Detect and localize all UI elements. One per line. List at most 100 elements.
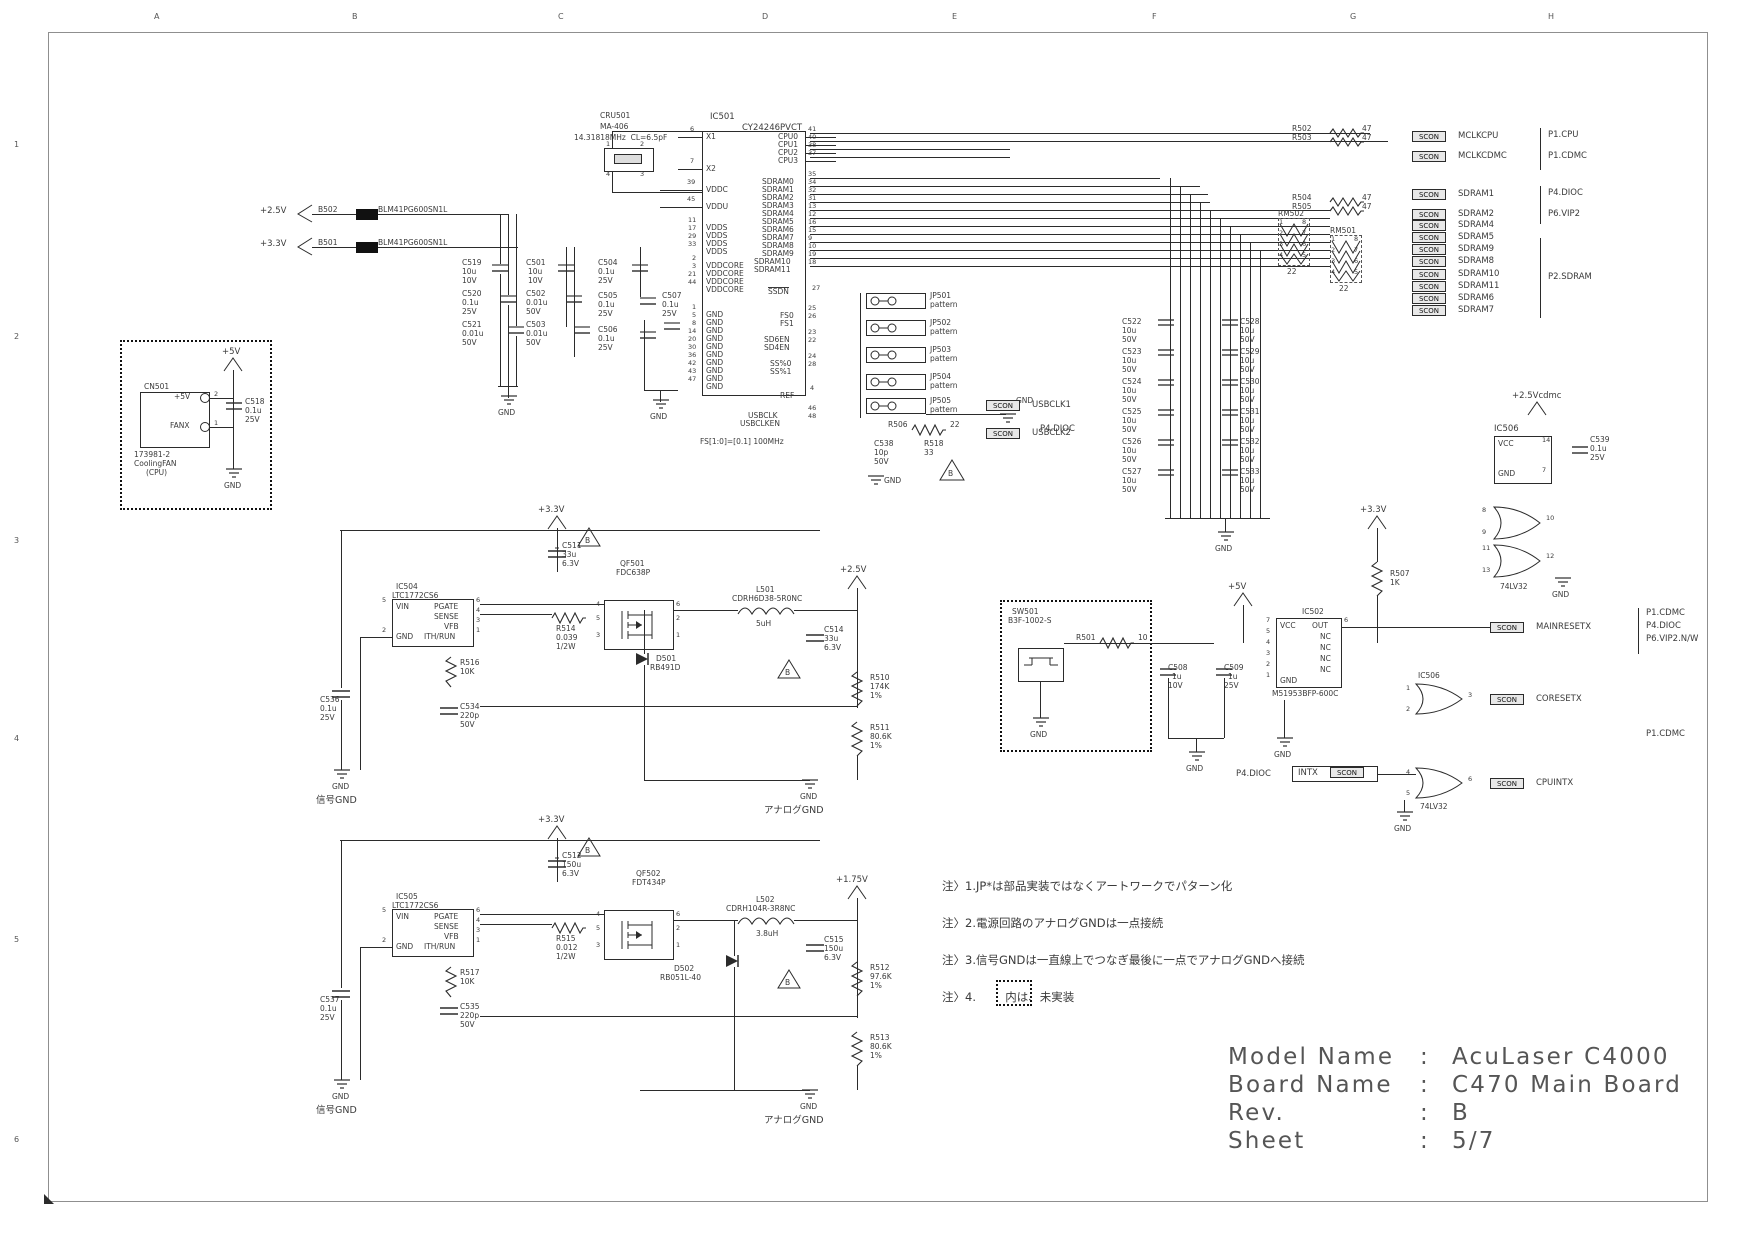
gnd-symbol-usb	[868, 475, 884, 485]
net-label-SDRAM8: SDRAM8	[1458, 256, 1495, 266]
grid-col-B: B	[352, 12, 358, 21]
crystal-part: MA-406	[600, 122, 629, 131]
gnd-label-ic506: GND	[1552, 590, 1570, 599]
usbclk1-tag[interactable]: SCON	[986, 400, 1020, 411]
c508-ref: C508	[1168, 663, 1188, 672]
ic501-right-pin-name-19: SD6EN	[764, 335, 790, 344]
ic504-pin-pgate-num: 6	[476, 596, 481, 604]
c532-val: 10u	[1240, 446, 1255, 455]
scon-tag-4[interactable]: SCON	[1412, 220, 1446, 231]
ic502-pin-nc4-num: 2	[1266, 660, 1271, 668]
r505-val: 47	[1362, 202, 1372, 211]
ic501-fs-note: FS[1:0]=[0.1] 100MHz	[700, 437, 784, 446]
grid-col-C: C	[558, 12, 564, 21]
reg2-out-h	[674, 920, 738, 921]
scon-tag-11[interactable]: SCON	[1412, 305, 1446, 316]
scon-tag-8[interactable]: SCON	[1412, 269, 1446, 280]
l501-val: 5uH	[756, 619, 772, 628]
jp504-text: pattern	[930, 381, 958, 390]
c539-volt: 25V	[1590, 453, 1605, 462]
r507-ref: R507	[1390, 569, 1410, 578]
c535-symbol	[440, 1007, 458, 1015]
r503-val: 47	[1362, 133, 1372, 142]
bus-riser-7	[1240, 234, 1241, 518]
rm502-pin-l-2: 3	[1279, 240, 1284, 248]
ic502-part: M51953BFP-600C	[1272, 689, 1339, 698]
c514-symbol	[806, 634, 824, 642]
r515-symbol	[551, 921, 586, 935]
reg2-vin-h	[340, 840, 820, 841]
r513-tol: 1%	[870, 1051, 882, 1060]
d502-symbol	[726, 955, 739, 967]
title-rev-sep: :	[1420, 1100, 1430, 1126]
l502-val: 3.8uH	[756, 929, 779, 938]
cpuintx-pin-4: 4	[1406, 768, 1411, 776]
ic501-left-pin-num-15: 14	[688, 327, 697, 335]
jp503-text: pattern	[930, 354, 958, 363]
reg2-vout-rail: +1.75V	[836, 875, 868, 885]
c503-val: 0.01u	[526, 329, 548, 338]
ic501-right-pin-num-12: 9	[808, 234, 813, 242]
ic501-left-pin-num-20: 43	[688, 367, 697, 375]
ic505-pin-ith: ITH/RUN	[424, 942, 456, 951]
r507-symbol	[1370, 561, 1384, 597]
usbclk2-tag[interactable]: SCON	[986, 428, 1020, 439]
reg2-diode-v	[734, 920, 735, 956]
reset-out-h	[1342, 627, 1490, 628]
ic504-ref: IC504	[396, 582, 418, 591]
c505-volt: 25V	[598, 309, 613, 318]
c539-symbol	[1572, 446, 1588, 454]
c511-val: 33u	[562, 550, 577, 559]
qf501-ref: QF501	[620, 559, 645, 568]
c514-val: 33u	[824, 634, 839, 643]
c527-ref: C527	[1122, 467, 1142, 476]
c505-ref: C505	[598, 291, 618, 300]
scon-tag-3[interactable]: SCON	[1412, 209, 1446, 220]
c509-gnd	[1224, 678, 1225, 738]
c511-volt: 6.3V	[562, 559, 580, 568]
c506-ref: C506	[598, 325, 618, 334]
cpuintx-net: CPUINTX	[1536, 778, 1574, 788]
scon-tag-6[interactable]: SCON	[1412, 244, 1446, 255]
c527-val: 10u	[1122, 476, 1137, 485]
bus-line-12	[810, 242, 1330, 243]
ic501-right-pin-name-15: SDRAM11	[754, 265, 791, 274]
r504-r505-symbol	[1329, 196, 1364, 217]
scon-tag-2[interactable]: SCON	[1412, 189, 1446, 200]
mainresetx-tag[interactable]: SCON	[1490, 622, 1524, 633]
cn501-body	[140, 392, 210, 448]
coresetx-tag[interactable]: SCON	[1490, 694, 1524, 705]
port-label-0: P1.CPU	[1548, 130, 1579, 140]
c504-volt: 25V	[598, 276, 613, 285]
ic501-left-pin-name-8: VDDCORE	[706, 261, 744, 270]
reg1-ic-gnd-h	[360, 637, 392, 638]
net-label-SDRAM7: SDRAM7	[1458, 305, 1495, 315]
c524-ref: C524	[1122, 377, 1142, 386]
reg1-gnd-rail	[644, 780, 810, 781]
intx-tag[interactable]: SCON	[1330, 767, 1364, 778]
power-rail-2v5-label: +2.5V	[260, 206, 287, 216]
ic505-pin-pgate: PGATE	[434, 912, 459, 921]
scon-tag-5[interactable]: SCON	[1412, 232, 1446, 243]
d501-part: RB491D	[650, 663, 681, 672]
cpuintx-tag[interactable]: SCON	[1490, 778, 1524, 789]
scon-tag-10[interactable]: SCON	[1412, 293, 1446, 304]
cn501-pin1-num: 1	[214, 419, 219, 427]
scon-tag-1[interactable]: SCON	[1412, 151, 1446, 162]
cn501-pin1-circle	[200, 422, 210, 432]
crystal-wire-x2-v	[612, 172, 613, 192]
bulk-cap-array-left	[1158, 319, 1174, 476]
scon-tag-0[interactable]: SCON	[1412, 131, 1446, 142]
reg2-vin-arrow	[547, 825, 567, 840]
ic501-ref: IC501	[710, 112, 735, 122]
c534-val: 220p	[460, 711, 480, 720]
scon-tag-9[interactable]: SCON	[1412, 281, 1446, 292]
ic501-left-pin-name-21: GND	[706, 382, 724, 391]
ic501-right-pin-name-13: SDRAM9	[762, 249, 794, 258]
c520-volt: 25V	[462, 307, 477, 316]
ic501-stub-r2	[806, 153, 836, 154]
scon-tag-7[interactable]: SCON	[1412, 256, 1446, 267]
ic501-left-pin-name-2: VDDC	[706, 185, 728, 194]
r505-ref: R505	[1292, 202, 1312, 211]
ic501-left-pin-num-8: 2	[692, 254, 697, 262]
